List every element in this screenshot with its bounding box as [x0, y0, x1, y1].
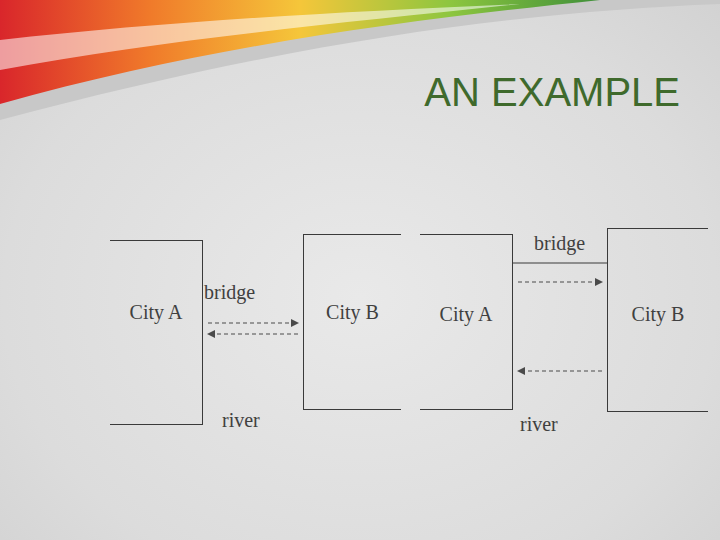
travel-arrow — [208, 322, 298, 323]
city-name: City A — [110, 301, 202, 323]
city-name: City B — [304, 301, 401, 323]
swoosh-highlight — [0, 4, 520, 70]
spacer — [110, 241, 202, 301]
spacer — [420, 235, 512, 303]
bridge-label: bridge — [204, 281, 255, 303]
travel-arrow — [518, 281, 602, 282]
bridge-line — [513, 262, 607, 263]
city-bank: City B — [303, 234, 401, 410]
city-bank: City B — [607, 228, 708, 412]
spacer — [608, 229, 708, 303]
river-label: river — [520, 413, 558, 435]
city-name: City B — [608, 303, 708, 325]
bridge-label: bridge — [534, 232, 585, 254]
city-bank: City A — [110, 240, 203, 425]
slide-title: AN EXAMPLE — [424, 70, 680, 115]
city-bank: City A — [420, 234, 513, 410]
travel-arrow — [208, 333, 298, 334]
city-name: City A — [420, 303, 512, 325]
river-label: river — [222, 409, 260, 431]
travel-arrow — [518, 370, 602, 371]
swoosh-shadow — [0, 0, 720, 120]
spacer — [304, 235, 401, 301]
